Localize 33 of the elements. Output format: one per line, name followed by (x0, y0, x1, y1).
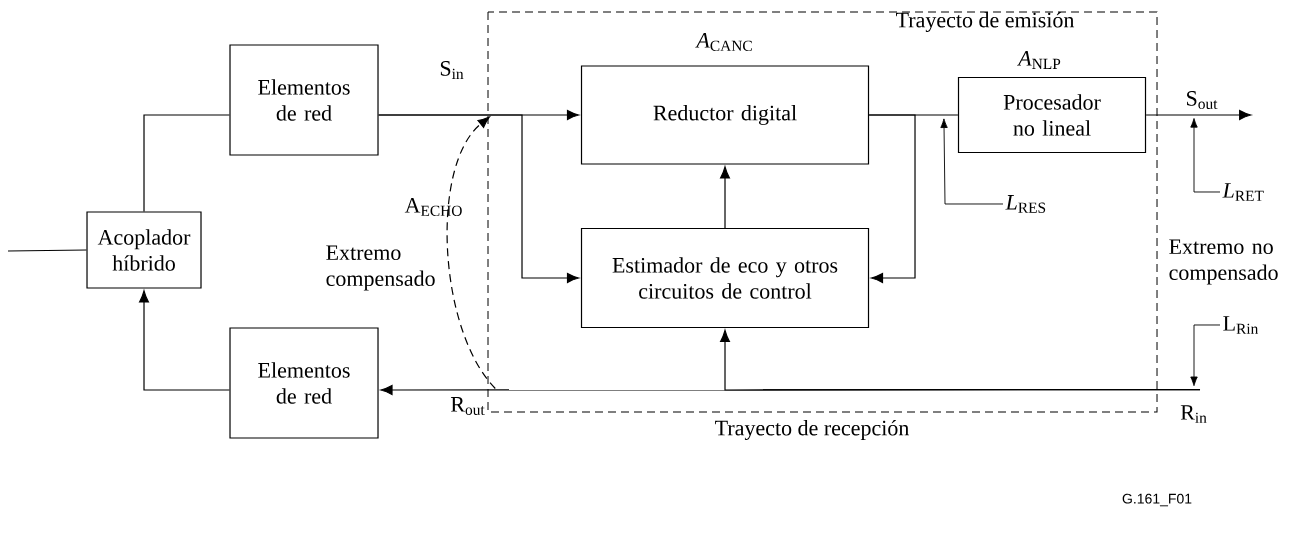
signal-label: S$_{out}$ (1187, 91, 1218, 109)
leader-line (1190, 118, 1221, 193)
signal-label: L$_{RES}$ (1005, 195, 1046, 213)
process-box: Acoplador híbrido (86, 211, 202, 289)
arrow (1145, 109, 1252, 120)
edge-label: A$_{ECHO}$ (404, 198, 462, 216)
figure-id: G.161_F01 (1122, 493, 1192, 507)
region-label: Extremo no compensado (1169, 239, 1278, 285)
signal-label: L$_{Rin}$ (1223, 316, 1259, 334)
gain-label: A$_{CANC}$ (695, 33, 752, 51)
process-box: Elementos de red (229, 44, 379, 156)
process-box: Reductor digital (580, 65, 870, 165)
arrow (720, 329, 1201, 391)
process-box: Procesador no lineal (957, 76, 1147, 154)
arrow (720, 166, 731, 229)
path-label: Trayecto de recepción (715, 420, 909, 440)
region-label: Extremo compensado (326, 245, 435, 291)
arrow (378, 114, 580, 284)
connection-line (143, 114, 230, 212)
leader-line (1190, 324, 1221, 387)
arrow (868, 114, 916, 284)
echo-path-arrow (446, 116, 496, 390)
connection-line (7, 249, 87, 252)
signal-label: S$_{in}$ (440, 61, 464, 79)
process-box: Elementos de red (229, 327, 379, 439)
gain-label: A$_{NLP}$ (1017, 51, 1061, 69)
process-box: Estimador de eco y otros circuitos de control (580, 227, 870, 329)
path-label: Trayecto de emisión (896, 12, 1075, 32)
signal-label: L$_{RET}$ (1222, 183, 1264, 201)
signal-label: R$_{out}$ (450, 397, 485, 415)
arrow (139, 290, 230, 391)
signal-label: R$_{in}$ (1180, 405, 1207, 423)
leader-line (940, 118, 1004, 205)
